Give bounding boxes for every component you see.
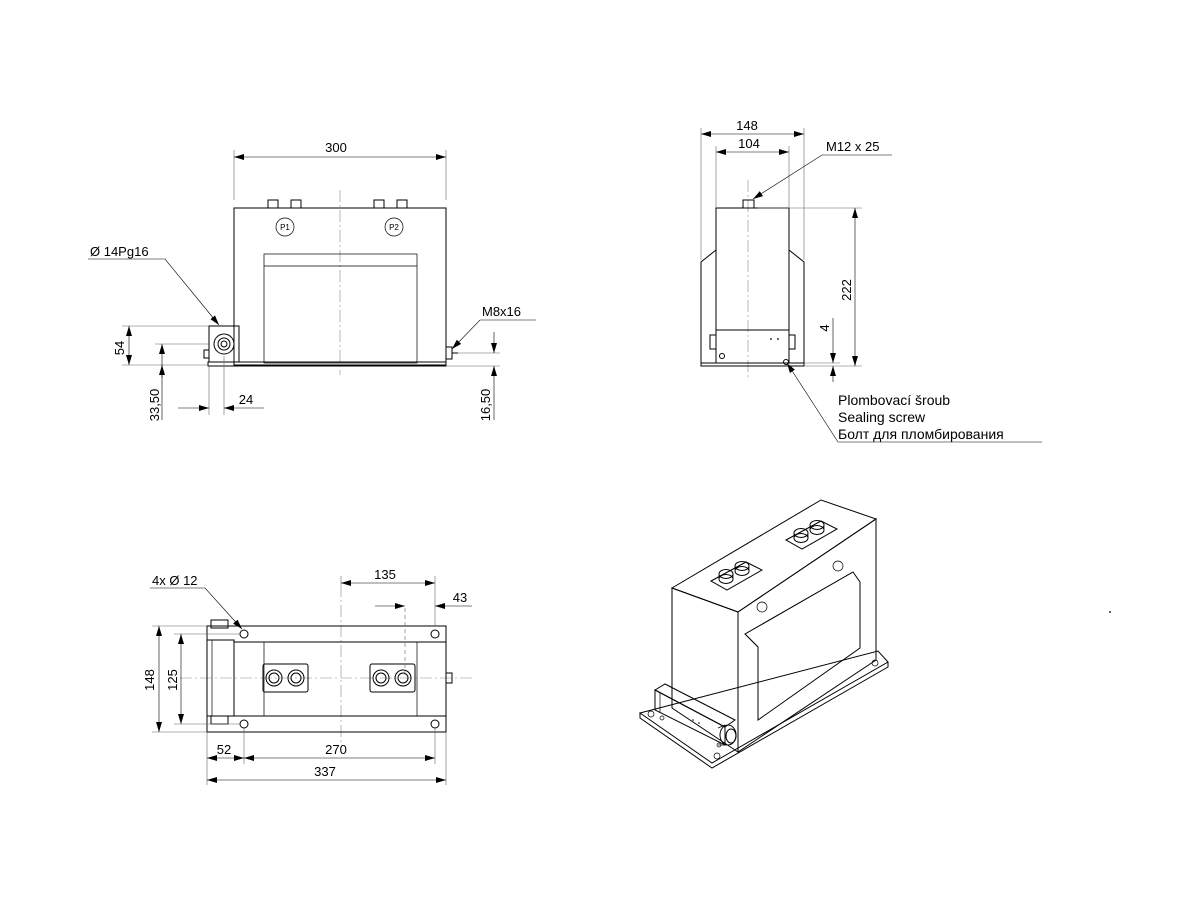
side-view: 148 104 M12 x 25 222 4 Plombovací šroub … <box>700 118 1042 443</box>
isometric-view <box>638 499 1111 769</box>
dim-270-label: 270 <box>325 742 347 757</box>
dim-148-side-label: 148 <box>736 118 758 133</box>
terminal-bolts <box>263 199 412 209</box>
plan-view: 135 43 4x Ø 12 148 125 52 270 337 <box>142 567 475 785</box>
terminal-plate-2 <box>369 663 416 693</box>
svg-text:P1: P1 <box>280 223 290 232</box>
dim-104-label: 104 <box>738 136 760 151</box>
sealing-screw-en: Sealing screw <box>838 409 926 425</box>
dim-24-label: 24 <box>239 392 253 407</box>
dim-300-label: 300 <box>325 140 347 155</box>
sealing-screw-cz: Plombovací šroub <box>838 392 950 408</box>
dim-222-label: 222 <box>839 279 854 301</box>
svg-text:P2: P2 <box>389 223 399 232</box>
dim-54-label: 54 <box>112 341 127 355</box>
dim-125-label: 125 <box>165 669 180 691</box>
dim-43-label: 43 <box>453 590 467 605</box>
dim-52-label: 52 <box>217 742 231 757</box>
dim-337-label: 337 <box>314 764 336 779</box>
m8-callout: M8x16 <box>482 304 521 319</box>
m12-callout: M12 x 25 <box>826 139 879 154</box>
terminal-label-p1: P1 <box>275 217 295 237</box>
dim-33-50-label: 33,50 <box>147 389 162 422</box>
iso-terminal-plate-1 <box>709 561 764 591</box>
mounting-holes <box>239 629 440 729</box>
terminal-label-p2: P2 <box>384 217 404 237</box>
dim-16-50-label: 16,50 <box>478 389 493 422</box>
holes-callout: 4x Ø 12 <box>152 573 198 588</box>
gland-callout: Ø 14Pg16 <box>90 244 149 259</box>
dim-4-label: 4 <box>817 324 832 331</box>
dim-135-label: 135 <box>374 567 396 582</box>
front-view: P1 P2 300 Ø 14Pg16 M8x16 <box>88 140 536 421</box>
iso-terminal-plate-2 <box>784 520 839 550</box>
terminal-plate-1 <box>262 663 309 693</box>
m8-bolt <box>445 346 458 360</box>
dim-148-plan-label: 148 <box>142 669 157 691</box>
sealing-screw-ru: Болт для пломбирования <box>838 426 1004 442</box>
